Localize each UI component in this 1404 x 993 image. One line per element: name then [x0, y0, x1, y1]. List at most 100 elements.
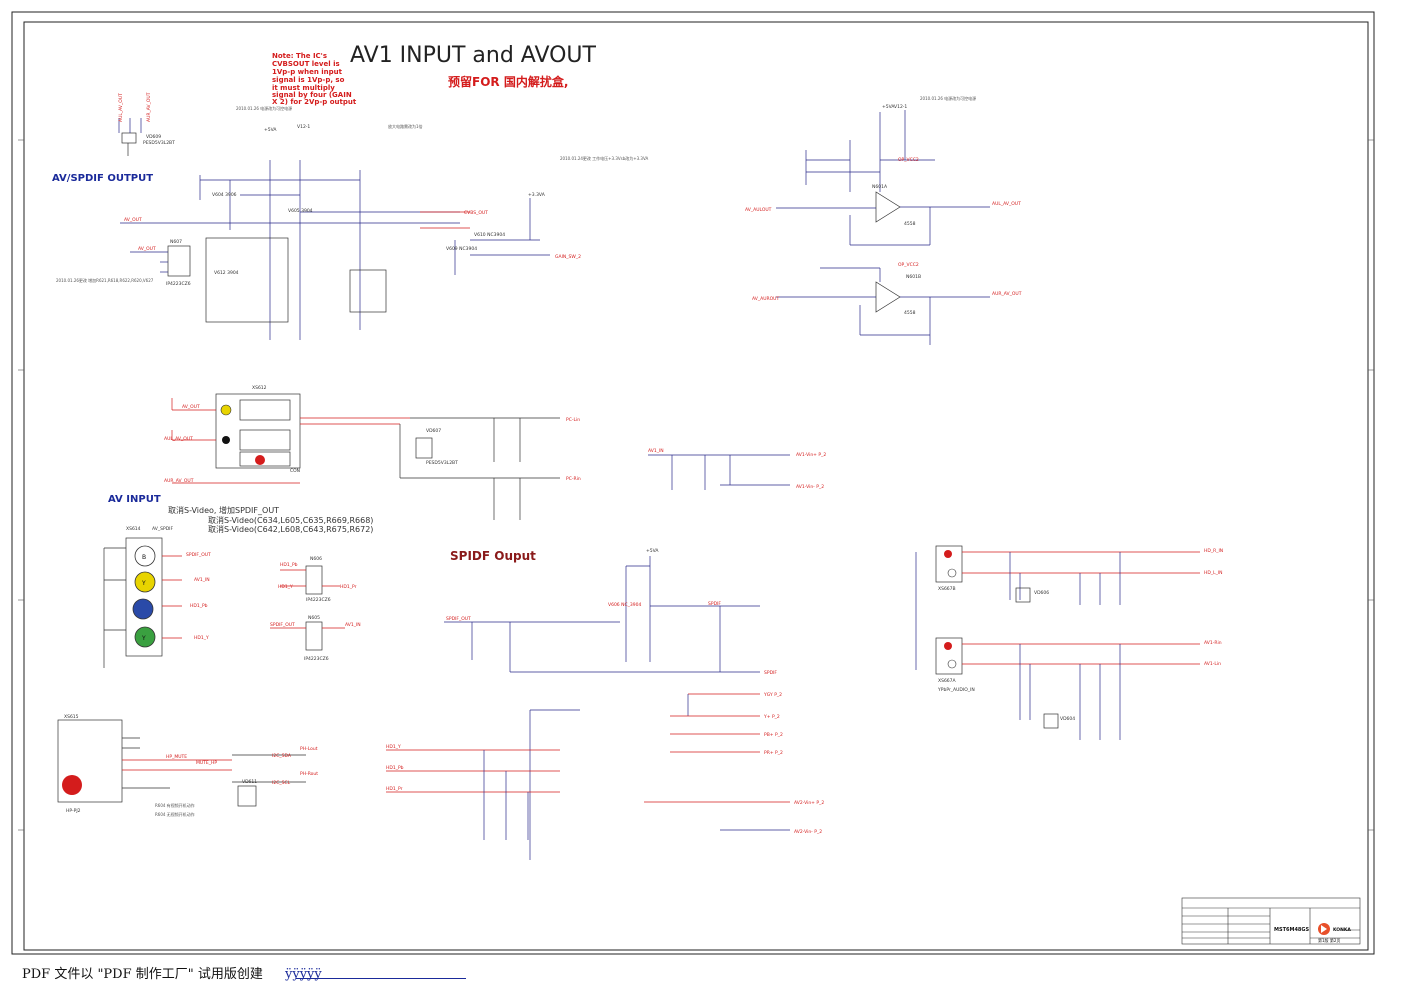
- section-av-spdif-output: AV/SPDIF OUTPUT: [52, 173, 153, 184]
- net-hd1-y-l: HD1_Y: [194, 635, 209, 641]
- net-hp-mute: HP_MUTE: [166, 754, 187, 760]
- net-av-out: AV_OUT: [124, 217, 142, 223]
- part-vd607: VD607: [426, 428, 441, 434]
- net-hd1-pb-l: HD1_Pb: [190, 603, 208, 609]
- net-hd-l-in: HD_L_IN: [1204, 570, 1223, 576]
- tb-model: MST6M48GS: [1274, 927, 1310, 933]
- net-hd1-pb-c: HD1_Pb: [280, 562, 298, 568]
- part-v604: V604 3906: [212, 192, 237, 198]
- part-vd609-p: PESD5V3L2BT: [143, 140, 175, 146]
- part-vd611: VD611: [242, 779, 257, 785]
- cancel-note: 取消S-Video(C634,L605,C635,R669,R668): [208, 515, 373, 525]
- net-av1-vin-p: AV1-Vin+ P_2: [796, 452, 826, 458]
- ypbpr-video-circuit: [529, 693, 790, 860]
- conn-xs615-label: HP-PJ2: [66, 808, 81, 814]
- note-line: X 2) for 2Vp-p output: [272, 98, 357, 106]
- jack-red-dot: [255, 455, 265, 465]
- part-n606: N606: [310, 556, 322, 562]
- conn-xs667a-label: YPbPr_AUDIO_IN: [937, 687, 975, 693]
- net-hd-r-in: HD_R_IN: [1204, 548, 1223, 554]
- note-line: CVBSOUT level is: [272, 60, 340, 68]
- cancel-note: 取消S-Video, 增加SPDIF_OUT: [168, 505, 279, 515]
- jack-red-1: [944, 550, 952, 558]
- net-av1-vin-n: AV1-Vin- P_2: [796, 484, 824, 490]
- footer-link[interactable]: ÿÿÿÿÿ: [285, 967, 322, 982]
- jack-blue: [132, 598, 154, 620]
- net-av1-rin: AV1-Rin: [1204, 640, 1222, 646]
- small-note: 放大电路需改为1倍: [388, 123, 423, 129]
- note-line: 1Vp-p when input: [272, 68, 343, 76]
- esd-chips: [270, 565, 345, 651]
- net-spdif-out-l: SPDIF_OUT: [186, 552, 211, 558]
- net-5va: +5VA: [264, 127, 277, 133]
- border-ticks: [18, 139, 1374, 831]
- net-aul-av-out-m: AUL_AV_OUT: [164, 436, 193, 442]
- net-av-out-2: AV_OUT: [138, 246, 156, 252]
- net-av-aurout: AV_AUROUT: [752, 296, 779, 302]
- conn-xs614: XS614: [126, 526, 141, 532]
- section-spdif-output: SPIDF Ouput: [450, 549, 536, 563]
- xs615-connector: [57, 719, 306, 807]
- tb-ver: 第1版 第2页: [1318, 937, 1340, 943]
- conn-xs615: XS615: [64, 714, 79, 720]
- small-note: 2010.01.24更改 工作电压+3.3Vsb改为+3.3VA: [560, 155, 648, 161]
- schematic-title: AV1 INPUT and AVOUT: [350, 43, 597, 68]
- net-y-p2: Y+ P_2: [763, 714, 780, 720]
- part-v605: V605 3904: [288, 208, 313, 214]
- small-note: R604 无视频开机动作: [155, 811, 195, 817]
- hd-input-circuit: [386, 749, 560, 840]
- conn-con: CON: [290, 468, 300, 474]
- opamp-circuit: [776, 110, 990, 345]
- net-av1-in: AV1_IN: [648, 448, 664, 454]
- net-av-aulout: AV_AULOUT: [745, 207, 772, 213]
- net-spdif-out-s: SPDIF_OUT: [446, 616, 471, 622]
- footer-underline: [296, 978, 466, 979]
- jack-black-dot: [222, 436, 230, 444]
- part-v609: V609 NC3904: [446, 246, 477, 252]
- jack-green: [134, 626, 156, 648]
- section-av-input: AV INPUT: [108, 494, 161, 505]
- schematic-subtitle: 预留FOR 国内解扰盒,: [448, 74, 568, 89]
- note-line: it must multiply: [272, 84, 335, 92]
- net-aur-av-out-m: AUR_AV_OUT: [164, 478, 194, 484]
- net-pc-rin: PC-Rin: [566, 476, 581, 482]
- cancel-notes: 取消S-Video, 增加SPDIF_OUT 取消S-Video(C634,L6…: [168, 505, 373, 534]
- part-n601a: N601A: [872, 184, 888, 190]
- conn-xs667b: XS667B: [938, 586, 956, 592]
- xs612-connector: [171, 393, 560, 520]
- net-i2c-sda: I2C_SDA: [272, 753, 292, 759]
- pdf-footer: PDF 文件以 "PDF 制作工厂" 试用版创建 ÿÿÿÿÿ: [22, 963, 322, 982]
- konka-logo-icon: [1318, 923, 1330, 935]
- jack-red-2: [944, 642, 952, 650]
- aul-aur-vertical-labels: AUL_AV_OUT AUR_AV_OUT: [118, 92, 152, 122]
- small-note: 2010.01.26更改 增加R621,R618,R622,R620,V627: [56, 277, 154, 283]
- small-note: 2010.01.26 电源改为可控电源: [920, 95, 976, 101]
- part-vd609: VD609: [146, 134, 161, 140]
- net-hd1-pr-h: HD1_Pr: [386, 786, 403, 792]
- note-line: signal by four (GAIN: [272, 91, 352, 99]
- net-i2c-scl: I2C_SCL: [272, 780, 291, 786]
- spdif-output-circuit: [444, 556, 760, 673]
- net-av2-vin: AV2-Vin+ P_2: [794, 800, 824, 806]
- sheet-border-inner: [23, 21, 1369, 951]
- jack-yellow-y: [134, 571, 156, 593]
- part-v610: V610 NC3904: [474, 232, 505, 238]
- net-3v3: +3.3VA: [528, 192, 546, 198]
- part-op-b: 4558: [904, 310, 916, 316]
- part-op-a: 4558: [904, 221, 916, 227]
- tb-company: KONKA: [1333, 927, 1351, 933]
- net-ph-rout: PH-Rout: [300, 771, 318, 777]
- net-spdif-out-c: SPDIF_OUT: [270, 622, 295, 628]
- net-spdif-s2: SPDIF: [708, 601, 721, 607]
- net-pr-p2: PR+ P_2: [764, 750, 783, 756]
- jack-yellow-dot: [220, 404, 232, 416]
- net-spdif-s: SPDIF: [764, 670, 777, 676]
- av1-input-circuit: [648, 454, 790, 490]
- note-line: Note: The IC's: [272, 52, 327, 60]
- conn-xs667a: XS667A: [938, 678, 957, 684]
- part-vd606: VD606: [1034, 590, 1049, 596]
- sheet-border-outer: [11, 11, 1375, 955]
- small-notes: 2010.01.26 电源改为可控电源 放大电路需改为1倍 2010.01.26…: [56, 95, 976, 817]
- note-line: signal is 1Vp-p, so: [272, 76, 345, 84]
- part-n606-p: IP4223CZ6: [306, 597, 331, 603]
